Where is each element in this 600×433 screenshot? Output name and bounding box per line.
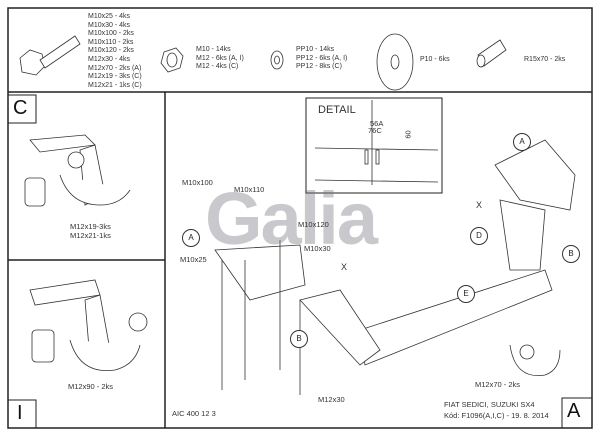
label-m10x25: M10x25 — [180, 255, 207, 264]
callout-b: B — [290, 330, 308, 348]
galia-logo-text: Galia — [205, 177, 378, 260]
part-label: M12x21 - 1ks (C) — [88, 81, 142, 89]
part-label: M10x30 - 4ks — [88, 21, 131, 29]
detail-title: DETAIL — [318, 104, 356, 116]
callout-b: B — [562, 245, 580, 263]
nut-icon — [160, 47, 184, 73]
plate-washer-label: P10 - 6ks — [420, 56, 450, 63]
part-label: M10 - 14ks — [196, 46, 231, 53]
section-i-label: I — [17, 402, 23, 424]
part-label: M12x70 - 2ks (A) — [88, 64, 142, 72]
detail-dim-56a: 56A — [370, 119, 384, 128]
callout-a: A — [513, 133, 531, 151]
section-i-bolt-label: M12x90 - 2ks — [68, 382, 114, 391]
part-label: M10x100 - 2ks — [88, 30, 134, 38]
detail-dim-76c: 76C — [368, 126, 382, 135]
label-m12x70: M12x70 - 2ks — [475, 380, 521, 389]
section-c-towbar-sketch — [24, 134, 131, 207]
label-m10x100: M10x100 — [182, 178, 213, 187]
part-label: PP12 - 8ks (C) — [296, 63, 342, 71]
part-label: M12 - 6ks (A, I) — [196, 54, 244, 62]
label-m12x30: M12x30 — [318, 395, 345, 404]
part-label: M12x30 - 4ks — [88, 55, 131, 63]
nut-list: M10 - 14ks M12 - 6ks (A, I) M12 - 4ks (C… — [196, 46, 244, 72]
part-label: M10x120 - 2ks — [88, 47, 134, 55]
label-m10x30: M10x30 — [304, 244, 331, 253]
callout-x: X — [476, 200, 483, 210]
label-m10x110: M10x110 — [234, 185, 265, 194]
callout-x: X — [341, 262, 348, 272]
part-label: M10x25 - 4ks — [88, 13, 131, 20]
section-i-towbar-sketch — [29, 279, 148, 372]
callout-e: E — [457, 285, 475, 303]
section-a-label: A — [567, 400, 581, 422]
bolt-icon — [19, 35, 81, 76]
part-label: PP10 - 14ks — [296, 46, 335, 53]
spacer-label: R15x70 - 2ks — [524, 56, 566, 63]
callout-a: A — [182, 229, 200, 247]
detail-dim-60: 60 — [403, 130, 413, 139]
part-label: M12x19 - 3ks (C) — [88, 73, 142, 81]
bolt-label: M12x21-1ks — [70, 231, 111, 240]
bolt-label: M12x19-3ks — [70, 222, 111, 231]
vehicle-label: FIAT SEDICI, SUZUKI SX4 — [444, 400, 535, 409]
plate-washer-icon — [376, 33, 414, 91]
washer-icon — [270, 50, 284, 70]
part-label: PP12 - 6ks (A, I) — [296, 54, 348, 62]
label-m10x120: M10x120 — [298, 220, 329, 229]
part-label: M10x110 - 2ks — [88, 38, 134, 46]
section-c-bolt-labels: M12x19-3ks M12x21-1ks — [70, 222, 111, 240]
callout-d: D — [470, 227, 488, 245]
part-label: M12 - 4ks (C) — [196, 63, 239, 71]
spacer-tube-icon — [476, 39, 507, 68]
bolt-list: M10x25 - 4ks M10x30 - 4ks M10x100 - 2ks … — [88, 13, 142, 90]
washer-list: PP10 - 14ks PP12 - 6ks (A, I) PP12 - 8ks… — [296, 46, 347, 72]
main-assembly-sketch — [214, 100, 576, 395]
section-c-label: C — [13, 97, 28, 119]
product-code: Kód: F1096(A,I,C) - 19. 8. 2014 — [444, 411, 549, 420]
drawing-code: AIC 400 12 3 — [172, 409, 216, 418]
